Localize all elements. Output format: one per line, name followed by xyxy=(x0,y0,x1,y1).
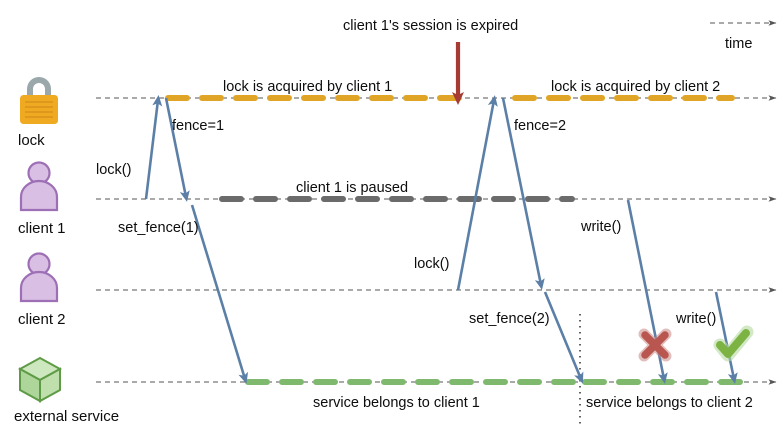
message-label-lock-1: lock() xyxy=(96,162,132,178)
arrow-fence-1 xyxy=(164,97,190,202)
actor-label-client2: client 2 xyxy=(18,311,66,328)
person-icon-client2 xyxy=(19,252,59,303)
band-label-service-owner-client1: service belongs to client 1 xyxy=(313,395,480,411)
actor-label-external-service: external service xyxy=(14,408,120,425)
person-icon-client1 xyxy=(19,161,59,212)
band-label-lock-held-client1: lock is acquired by client 1 xyxy=(223,79,393,95)
arrow-lock-1 xyxy=(144,95,163,200)
message-label-fence-1: fence=1 xyxy=(172,118,225,134)
padlock-icon xyxy=(20,77,58,124)
band-label-client1-paused: client 1 is paused xyxy=(296,180,409,196)
arrow-set-fence-2 xyxy=(543,291,584,384)
arrow-write-2 xyxy=(714,291,738,384)
message-label-fence-2: fence=2 xyxy=(514,118,567,134)
red-x-icon xyxy=(638,328,672,362)
arrow-lock-2 xyxy=(456,95,498,291)
lane-lines xyxy=(96,95,777,385)
state-bands xyxy=(165,95,751,385)
arrow-set-fence-1 xyxy=(190,204,249,384)
message-label-lock-2: lock() xyxy=(414,256,450,272)
band-label-lock-held-client2: lock is acquired by client 2 xyxy=(551,79,721,95)
session-expired-label: client 1's session is expired xyxy=(343,18,519,34)
time-axis-label: time xyxy=(725,36,753,52)
green-check-icon xyxy=(713,325,754,362)
message-label-set-fence-2: set_fence(2) xyxy=(469,311,550,327)
actor-label-client1: client 1 xyxy=(18,220,66,237)
actor-label-lock: lock xyxy=(18,132,45,149)
arrow-fence-2 xyxy=(501,97,545,290)
message-label-set-fence-1: set_fence(1) xyxy=(118,220,199,236)
green-cube-icon xyxy=(17,356,63,403)
message-label-write-2: write() xyxy=(676,311,717,327)
band-label-service-owner-client2: service belongs to client 2 xyxy=(586,395,753,411)
message-label-write-1: write() xyxy=(581,219,622,235)
